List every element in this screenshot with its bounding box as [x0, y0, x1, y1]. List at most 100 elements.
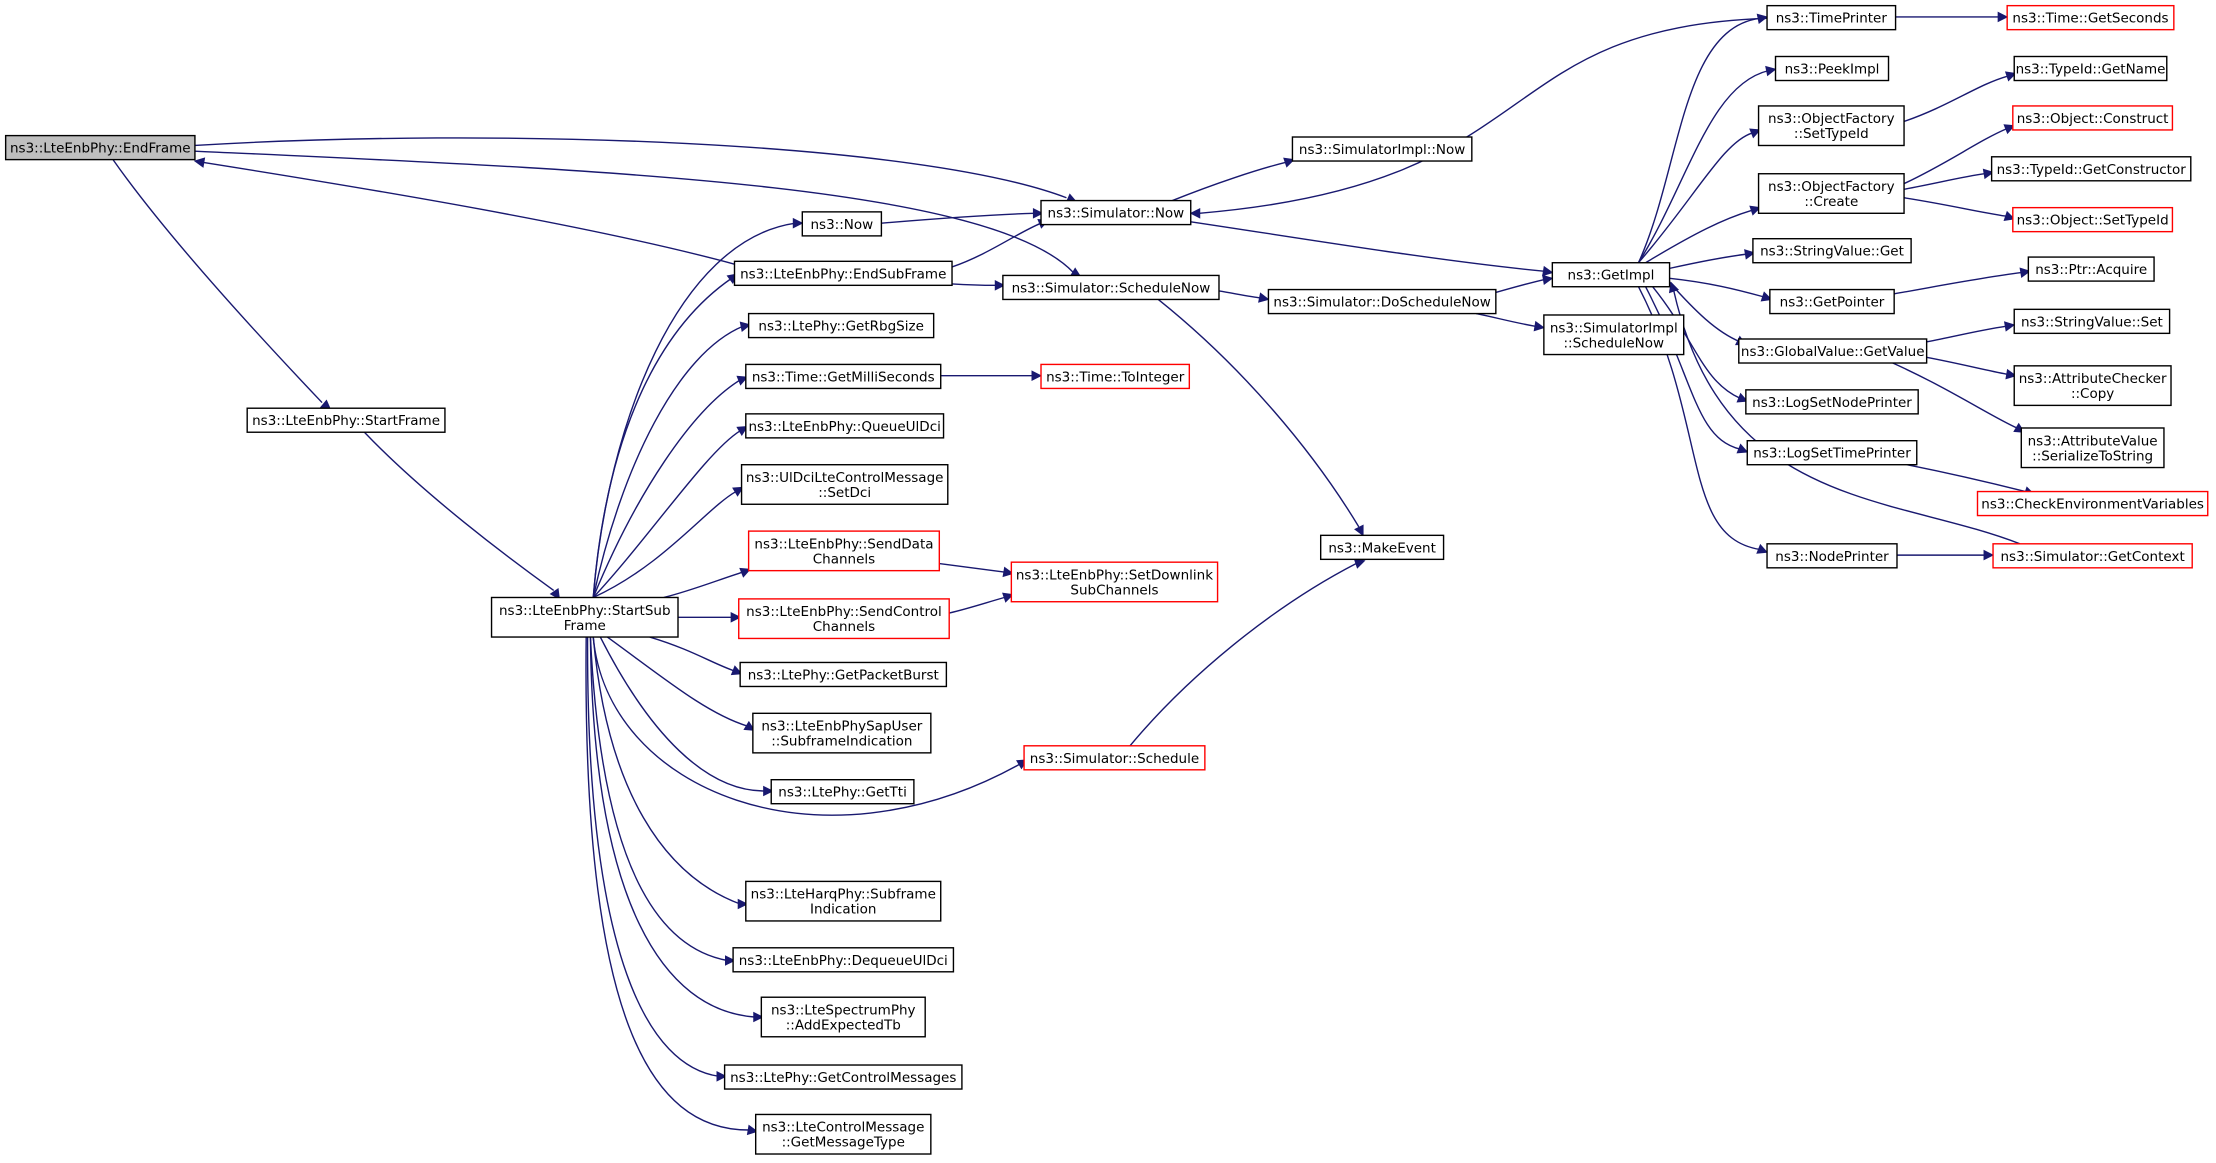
- node-harq[interactable]: ns3::LteHarqPhy::SubframeIndication: [745, 880, 942, 922]
- node-setdci[interactable]: ns3::UlDciLteControlMessage::SetDci: [740, 464, 949, 505]
- node-implnow[interactable]: ns3::SimulatorImpl::Now: [1291, 136, 1473, 162]
- node-avserialize[interactable]: ns3::AttributeValue::SerializeToString: [2020, 427, 2165, 469]
- node-box[interactable]: [1267, 288, 1497, 315]
- node-box[interactable]: [2013, 365, 2172, 407]
- node-box[interactable]: [1766, 4, 1897, 31]
- node-now[interactable]: ns3::Now: [801, 211, 883, 237]
- node-box[interactable]: [745, 880, 942, 922]
- node-box[interactable]: [745, 363, 942, 390]
- node-box[interactable]: [1769, 288, 1895, 315]
- node-timeprinter[interactable]: ns3::TimePrinter: [1766, 4, 1897, 31]
- node-box[interactable]: [1745, 389, 1919, 415]
- node-box[interactable]: [770, 779, 915, 805]
- node-checkenv[interactable]: ns3::CheckEnvironmentVariables: [1976, 490, 2209, 517]
- node-ofcreate[interactable]: ns3::ObjectFactory::Create: [1757, 173, 1905, 214]
- node-box[interactable]: [1746, 440, 1918, 466]
- node-svget[interactable]: ns3::StringValue::Get: [1752, 238, 1912, 264]
- node-box[interactable]: [2027, 256, 2155, 282]
- node-gettti[interactable]: ns3::LtePhy::GetTti: [770, 779, 915, 805]
- node-box[interactable]: [1766, 543, 1898, 569]
- node-doschednow[interactable]: ns3::Simulator::DoScheduleNow: [1267, 288, 1497, 315]
- node-queueul[interactable]: ns3::LteEnbPhy::QueueUlDci: [745, 413, 945, 439]
- node-box[interactable]: [1023, 745, 1206, 771]
- node-box[interactable]: [1757, 173, 1905, 214]
- node-getimpl[interactable]: ns3::GetImpl: [1551, 262, 1671, 288]
- node-box[interactable]: [2012, 105, 2174, 131]
- node-box[interactable]: [4, 134, 196, 161]
- node-lognode[interactable]: ns3::LogSetNodePrinter: [1745, 389, 1919, 415]
- node-box[interactable]: [1291, 136, 1473, 162]
- node-endframe[interactable]: ns3::LteEnbPhy::EndFrame: [4, 134, 196, 161]
- node-msgtype[interactable]: ns3::LteControlMessage::GetMessageType: [754, 1113, 932, 1155]
- node-schedule[interactable]: ns3::Simulator::Schedule: [1023, 745, 1206, 771]
- node-box[interactable]: [801, 211, 883, 237]
- node-box[interactable]: [723, 1064, 963, 1090]
- node-box[interactable]: [747, 530, 941, 572]
- node-box[interactable]: [1976, 490, 2209, 517]
- node-rbgsize[interactable]: ns3::LtePhy::GetRbgSize: [747, 312, 935, 339]
- node-box[interactable]: [732, 947, 955, 973]
- node-getseconds[interactable]: ns3::Time::GetSeconds: [2006, 4, 2175, 31]
- node-getctrl[interactable]: ns3::LtePhy::GetControlMessages: [723, 1064, 963, 1090]
- node-implschednow[interactable]: ns3::SimulatorImpl::ScheduleNow: [1543, 314, 1685, 356]
- node-getpointer[interactable]: ns3::GetPointer: [1769, 288, 1895, 315]
- node-box[interactable]: [754, 1113, 932, 1155]
- node-box[interactable]: [739, 661, 948, 688]
- node-gvgetvalue[interactable]: ns3::GlobalValue::GetValue: [1738, 338, 1928, 364]
- node-box[interactable]: [740, 464, 949, 505]
- node-tidgetctor[interactable]: ns3::TypeId::GetConstructor: [1990, 156, 2192, 182]
- node-box[interactable]: [2020, 427, 2165, 469]
- node-box[interactable]: [2012, 206, 2174, 233]
- node-box[interactable]: [747, 312, 935, 339]
- node-sapuser[interactable]: ns3::LteEnbPhySapUser::SubframeIndicatio…: [752, 712, 932, 754]
- node-pktburst[interactable]: ns3::LtePhy::GetPacketBurst: [739, 661, 948, 688]
- node-box[interactable]: [490, 596, 679, 638]
- node-box[interactable]: [1010, 561, 1219, 603]
- node-logtime[interactable]: ns3::LogSetTimePrinter: [1746, 440, 1918, 466]
- node-box[interactable]: [752, 712, 932, 754]
- node-svset[interactable]: ns3::StringValue::Set: [2013, 308, 2171, 335]
- node-box[interactable]: [733, 260, 953, 287]
- node-tointeger[interactable]: ns3::Time::ToInteger: [1040, 363, 1191, 390]
- node-schednow[interactable]: ns3::Simulator::ScheduleNow: [1002, 274, 1220, 301]
- node-box[interactable]: [1551, 262, 1671, 288]
- node-box[interactable]: [1990, 156, 2192, 182]
- node-box[interactable]: [1040, 363, 1191, 390]
- node-spectrum[interactable]: ns3::LteSpectrumPhy::AddExpectedTb: [760, 996, 926, 1038]
- node-box[interactable]: [1002, 274, 1220, 301]
- node-box[interactable]: [1992, 543, 2193, 569]
- node-nodeprinter[interactable]: ns3::NodePrinter: [1766, 543, 1898, 569]
- node-tidgetname[interactable]: ns3::TypeId::GetName: [2013, 55, 2168, 82]
- node-box[interactable]: [1774, 55, 1890, 82]
- node-objsettypeid[interactable]: ns3::Object::SetTypeId: [2012, 206, 2174, 233]
- node-box[interactable]: [745, 413, 945, 439]
- node-getcontext[interactable]: ns3::Simulator::GetContext: [1992, 543, 2193, 569]
- node-box[interactable]: [2013, 55, 2168, 82]
- node-box[interactable]: [1040, 199, 1192, 226]
- node-peekimpl[interactable]: ns3::PeekImpl: [1774, 55, 1890, 82]
- node-accopy[interactable]: ns3::AttributeChecker::Copy: [2013, 365, 2172, 407]
- node-makeevent[interactable]: ns3::MakeEvent: [1319, 534, 1445, 561]
- node-simnow[interactable]: ns3::Simulator::Now: [1040, 199, 1192, 226]
- node-startframe[interactable]: ns3::LteEnbPhy::StartFrame: [246, 407, 446, 433]
- node-box[interactable]: [1319, 534, 1445, 561]
- node-box[interactable]: [246, 407, 446, 433]
- node-box[interactable]: [1543, 314, 1685, 356]
- node-box[interactable]: [738, 598, 950, 640]
- node-box[interactable]: [1757, 105, 1905, 147]
- node-dequeue[interactable]: ns3::LteEnbPhy::DequeueUlDci: [732, 947, 955, 973]
- node-box[interactable]: [2006, 4, 2175, 31]
- node-box[interactable]: [1752, 238, 1912, 264]
- node-ofsettypeid[interactable]: ns3::ObjectFactory::SetTypeId: [1757, 105, 1905, 147]
- node-box[interactable]: [760, 996, 926, 1038]
- node-box[interactable]: [1738, 338, 1928, 364]
- node-objconstruct[interactable]: ns3::Object::Construct: [2012, 105, 2174, 131]
- node-millis[interactable]: ns3::Time::GetMilliSeconds: [745, 363, 942, 390]
- node-box[interactable]: [2013, 308, 2171, 335]
- node-endsub[interactable]: ns3::LteEnbPhy::EndSubFrame: [733, 260, 953, 287]
- node-ptracquire[interactable]: ns3::Ptr::Acquire: [2027, 256, 2155, 282]
